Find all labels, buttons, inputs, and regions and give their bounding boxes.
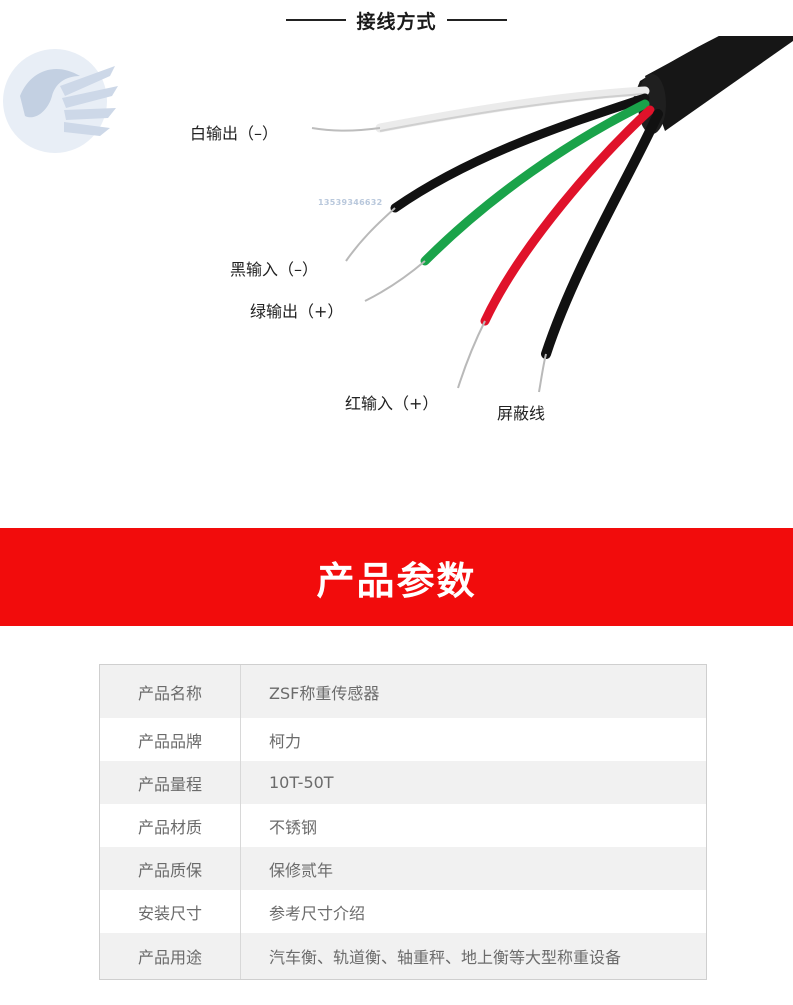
- spec-value: 参考尺寸介绍: [269, 903, 366, 923]
- cable-jacket-body: [645, 36, 793, 131]
- table-row: 安装尺寸 参考尺寸介绍: [100, 890, 706, 933]
- spec-value: 保修贰年: [269, 860, 334, 880]
- wiring-diagram: 13539346632 白输出（–） 黑输入（–） 绿输出（+） 红输入（+） …: [0, 36, 793, 456]
- spec-value: 不锈钢: [269, 817, 318, 837]
- spec-value: 柯力: [269, 731, 302, 751]
- table-row: 产品量程 10T-50T: [100, 761, 706, 804]
- label-black-input: 黑输入（–）: [230, 260, 319, 279]
- green-wire: [420, 99, 650, 266]
- red-wire: [480, 105, 655, 326]
- label-white-output: 白输出（–）: [190, 124, 279, 143]
- spec-label: 产品量程: [100, 761, 241, 804]
- label-red-input: 红输入（+）: [345, 394, 439, 413]
- spec-label: 产品用途: [100, 933, 241, 979]
- eagle-watermark-icon: [3, 49, 118, 153]
- banner-title: 产品参数: [316, 558, 477, 603]
- label-green-output: 绿输出（+）: [250, 302, 344, 321]
- table-row: 产品品牌 柯力: [100, 718, 706, 761]
- spec-table: 产品名称 ZSF称重传感器 产品品牌 柯力 产品量程 10T-50T 产品材质 …: [99, 664, 707, 980]
- spec-value: ZSF称重传感器: [269, 683, 380, 703]
- spec-value: 10T-50T: [269, 773, 334, 792]
- title-rule-left: [286, 19, 347, 21]
- green-wire-strands: [364, 260, 426, 302]
- spec-label: 产品名称: [100, 665, 241, 718]
- wiring-title-text: 接线方式: [356, 10, 437, 33]
- shield-wire-strands: [538, 353, 547, 393]
- title-rule-right: [446, 19, 507, 21]
- black-wire: [390, 93, 650, 213]
- white-wire: [375, 86, 650, 133]
- table-row: 产品质保 保修贰年: [100, 847, 706, 890]
- spec-label: 产品材质: [100, 804, 241, 847]
- table-row: 产品名称 ZSF称重传感器: [100, 665, 706, 718]
- wiring-section-title: 接线方式: [0, 6, 793, 34]
- spec-value: 汽车衡、轨道衡、轴重秤、地上衡等大型称重设备: [269, 948, 622, 967]
- spec-label: 产品质保: [100, 847, 241, 890]
- spec-label: 安装尺寸: [100, 890, 241, 933]
- product-params-banner: 产品参数: [0, 528, 793, 626]
- cable-illustration: [311, 36, 793, 393]
- black-wire-strands: [345, 207, 396, 262]
- shield-wire: [541, 109, 663, 359]
- watermark-number: 13539346632: [318, 198, 383, 207]
- table-row: 产品材质 不锈钢: [100, 804, 706, 847]
- label-shield: 屏蔽线: [497, 404, 546, 423]
- white-wire-shade: [379, 93, 646, 132]
- table-row: 产品用途 汽车衡、轨道衡、轴重秤、地上衡等大型称重设备: [100, 933, 706, 979]
- red-wire-strands: [457, 320, 486, 389]
- white-wire-strands: [311, 127, 381, 132]
- spec-label: 产品品牌: [100, 718, 241, 761]
